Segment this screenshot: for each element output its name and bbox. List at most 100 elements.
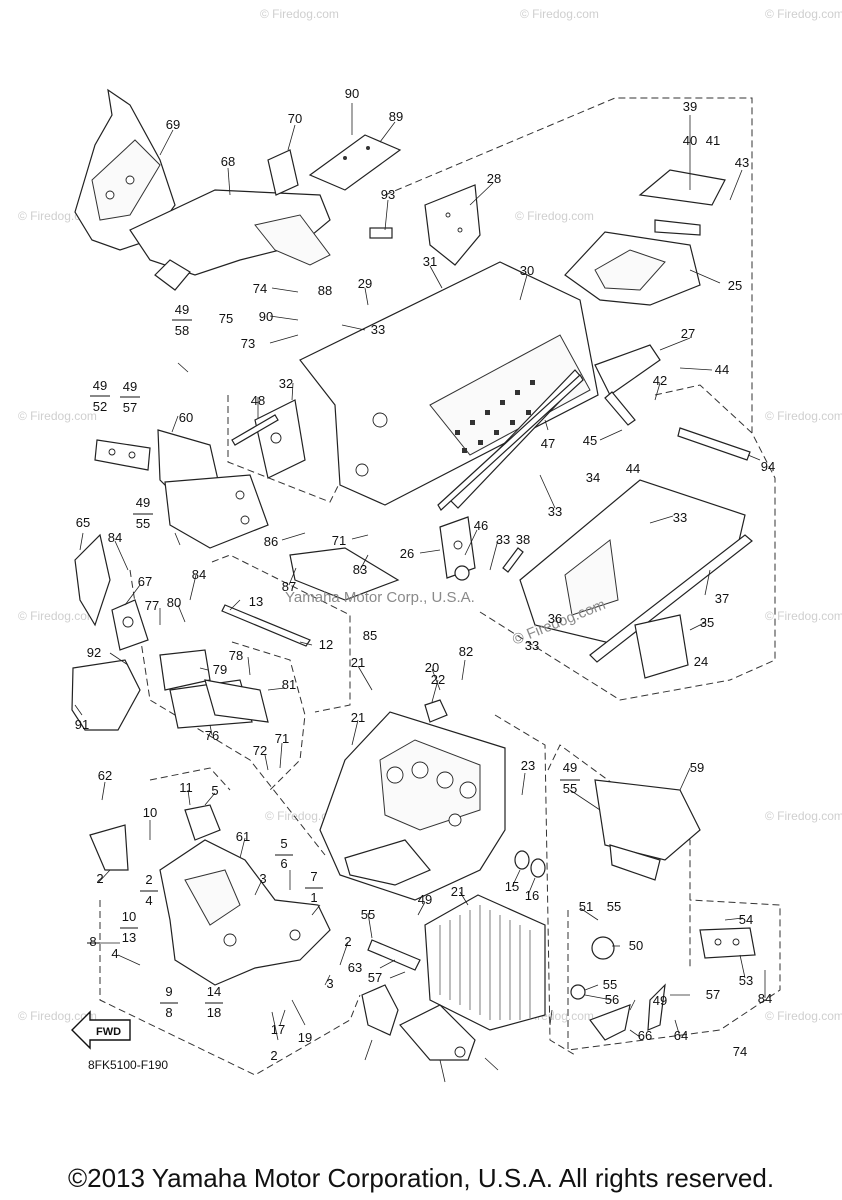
callout-number: 61: [236, 829, 250, 844]
callout-number: 78: [229, 648, 243, 663]
callout-number: 88: [318, 283, 332, 298]
callout-number: 84: [192, 567, 206, 582]
callout-number: 75: [219, 311, 233, 326]
svg-text:© Firedog.com: © Firedog.com: [18, 1009, 97, 1023]
callout-number: 65: [76, 515, 90, 530]
callout-number: 21: [451, 884, 465, 899]
callout-number: 49: [418, 892, 432, 907]
callout-number: 13: [122, 930, 136, 945]
callout-number: 32: [279, 376, 293, 391]
callout-numbers: 90 89 70 69 68 93 28 39 40 41 43 25 31 3…: [75, 86, 775, 1063]
callout-number: 49: [136, 495, 150, 510]
callout-number: 21: [351, 710, 365, 725]
callout-number: 45: [583, 433, 597, 448]
callout-number: 2: [344, 934, 351, 949]
callout-number: 30: [520, 263, 534, 278]
callout-number: 85: [363, 628, 377, 643]
callout-number: 12: [319, 637, 333, 652]
callout-number: 2: [145, 872, 152, 887]
part-illustrations: [71, 88, 756, 1061]
callout-number: 87: [282, 579, 296, 594]
callout-number: 57: [123, 400, 137, 415]
callout-number: 80: [167, 595, 181, 610]
callout-number: 76: [205, 728, 219, 743]
callout-number: 90: [345, 86, 359, 101]
callout-number: 4: [145, 893, 152, 908]
callout-number: 5: [211, 783, 218, 798]
callout-number: 33: [548, 504, 562, 519]
svg-text:© Firedog.com: © Firedog.com: [515, 209, 594, 223]
callout-number: 60: [179, 410, 193, 425]
callout-number: 13: [249, 594, 263, 609]
callout-number: 4: [111, 946, 118, 961]
callout-number: 18: [207, 1005, 221, 1020]
callout-number: 72: [253, 743, 267, 758]
leader-lines: [74, 103, 766, 1083]
callout-number: 34: [586, 470, 600, 485]
callout-number: 37: [715, 591, 729, 606]
callout-number: 29: [358, 276, 372, 291]
callout-number: 69: [166, 117, 180, 132]
callout-number: 44: [715, 362, 729, 377]
callout-number: 9: [165, 984, 172, 999]
callout-number: 55: [607, 899, 621, 914]
callout-number: 19: [298, 1030, 312, 1045]
svg-text:© Firedog.com: © Firedog.com: [260, 7, 339, 21]
callout-number: 1: [310, 890, 317, 905]
callout-number: 43: [735, 155, 749, 170]
callout-number: 53: [739, 973, 753, 988]
forward-direction-arrow: FWD: [71, 1010, 131, 1050]
fraction-bars: [87, 319, 580, 1004]
svg-text:© Firedog.com: © Firedog.com: [765, 809, 842, 823]
svg-text:© Firedog.com: © Firedog.com: [520, 7, 599, 21]
callout-number: 73: [241, 336, 255, 351]
callout-number: 68: [221, 154, 235, 169]
callout-number: 49: [563, 760, 577, 775]
callout-number: 41: [706, 133, 720, 148]
callout-number: 28: [487, 171, 501, 186]
callout-number: 25: [728, 278, 742, 293]
callout-number: 59: [690, 760, 704, 775]
callout-number: 63: [348, 960, 362, 975]
callout-number: 84: [758, 991, 772, 1006]
callout-number: 94: [761, 459, 775, 474]
callout-number: 3: [326, 976, 333, 991]
callout-number: 81: [282, 677, 296, 692]
callout-number: 10: [122, 909, 136, 924]
callout-number: 46: [474, 518, 488, 533]
svg-text:© Firedog.com: © Firedog.com: [765, 1009, 842, 1023]
callout-number: 64: [674, 1028, 688, 1043]
callout-number: 8: [165, 1005, 172, 1020]
callout-number: 5: [280, 836, 287, 851]
callout-number: 86: [264, 534, 278, 549]
callout-number: 33: [673, 510, 687, 525]
callout-number: 67: [138, 574, 152, 589]
callout-number: 82: [459, 644, 473, 659]
callout-number: 17: [271, 1022, 285, 1037]
callout-number: 49: [123, 379, 137, 394]
callout-number: 24: [694, 654, 708, 669]
diagram-reference-code: 8FK5100-F190: [88, 1058, 169, 1072]
callout-number: 49: [93, 378, 107, 393]
callout-number: 3: [259, 871, 266, 886]
callout-number: 33: [371, 322, 385, 337]
callout-number: 6: [280, 856, 287, 871]
callout-number: 33: [525, 638, 539, 653]
callout-number: 49: [653, 993, 667, 1008]
callout-number: 70: [288, 111, 302, 126]
callout-number: 62: [98, 768, 112, 783]
callout-number: 11: [179, 780, 193, 795]
callout-number: 54: [739, 912, 753, 927]
callout-number: 74: [253, 281, 267, 296]
background-watermarks: © Firedog.com © Firedog.com © Firedog.co…: [18, 7, 842, 1023]
callout-number: 90: [259, 309, 273, 324]
callout-number: 84: [108, 530, 122, 545]
callout-number: 57: [706, 987, 720, 1002]
svg-text:© Firedog.com: © Firedog.com: [765, 409, 842, 423]
callout-number: 56: [605, 992, 619, 1007]
callout-number: 16: [525, 888, 539, 903]
callout-number: 55: [563, 781, 577, 796]
callout-number: 40: [683, 133, 697, 148]
callout-number: 44: [626, 461, 640, 476]
